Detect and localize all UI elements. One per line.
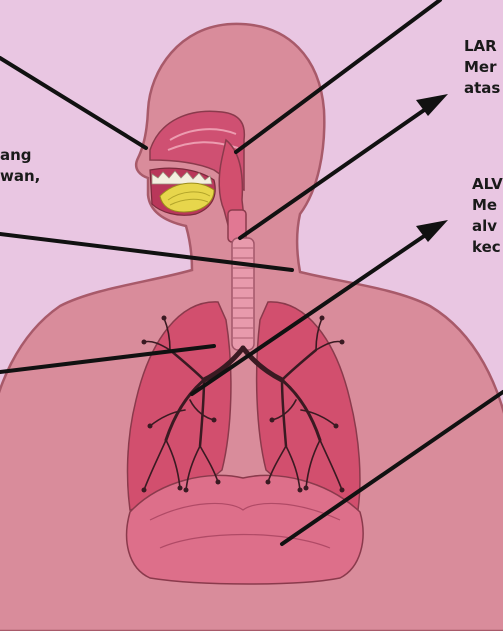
- left-top-label: ang wan,: [0, 145, 40, 187]
- right-mid-label-line1: ALV: [472, 174, 503, 195]
- right-top-label-line1: LAR: [464, 36, 500, 57]
- right-mid-label-line2: Me: [472, 195, 503, 216]
- right-mid-label-line3: alv: [472, 216, 503, 237]
- diaphragm: [127, 475, 363, 584]
- trachea: [232, 238, 254, 350]
- pointer-line-nose: [0, 58, 146, 148]
- arrowheads: [416, 94, 448, 242]
- right-top-label: LAR Mer atas: [464, 36, 500, 99]
- left-top-label-line1: ang: [0, 145, 40, 166]
- left-top-label-line2: wan,: [0, 166, 40, 187]
- right-top-label-line3: atas: [464, 78, 500, 99]
- right-top-label-line2: Mer: [464, 57, 500, 78]
- right-mid-label-line4: kec: [472, 237, 503, 258]
- right-mid-label: ALV Me alv kec: [472, 174, 503, 258]
